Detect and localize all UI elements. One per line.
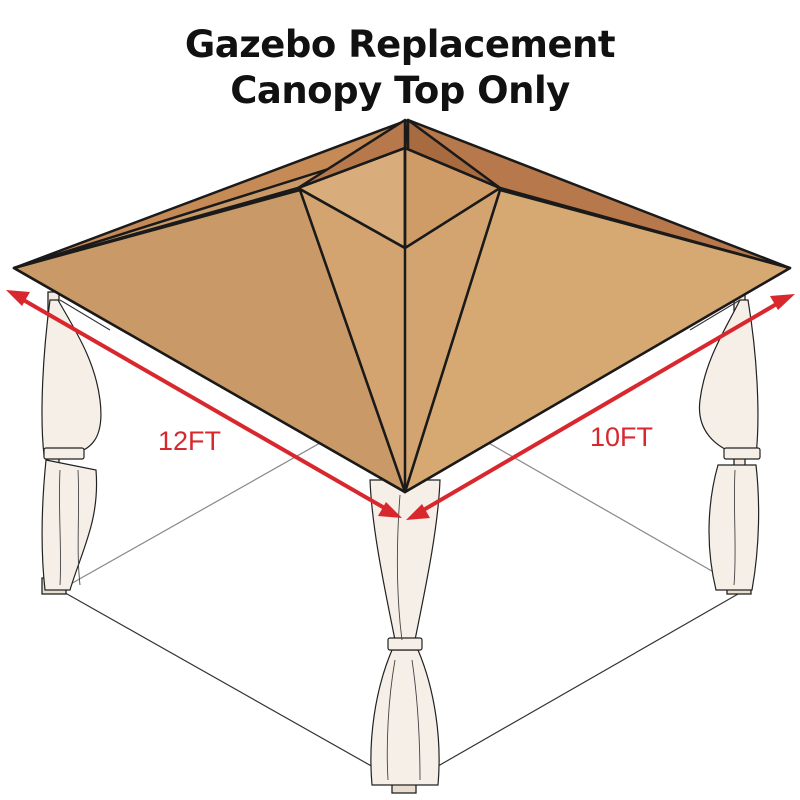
arrow-10ft-head-left xyxy=(406,504,430,520)
right-curtain-tie xyxy=(723,447,761,460)
arrow-12ft-head-left xyxy=(6,290,30,306)
canopy xyxy=(12,118,792,494)
arrow-10ft-head-right xyxy=(770,294,795,310)
width-dimension-label: 10FT xyxy=(590,422,654,452)
gazebo-curtains xyxy=(41,299,761,786)
arrow-10ft-line xyxy=(418,300,782,514)
product-title: Gazebo Replacement Canopy Top Only xyxy=(0,22,800,114)
length-dimension-label: 12FT xyxy=(158,426,222,456)
dimension-arrows xyxy=(6,290,795,520)
arrow-12ft-line xyxy=(19,296,389,512)
title-line-2: Canopy Top Only xyxy=(230,69,570,112)
arrow-12ft-head-right xyxy=(378,502,402,518)
front-curtain-tie xyxy=(387,637,423,651)
left-curtain-tie xyxy=(43,447,85,460)
canopy-ridges xyxy=(13,120,791,492)
title-line-1: Gazebo Replacement xyxy=(184,23,616,66)
